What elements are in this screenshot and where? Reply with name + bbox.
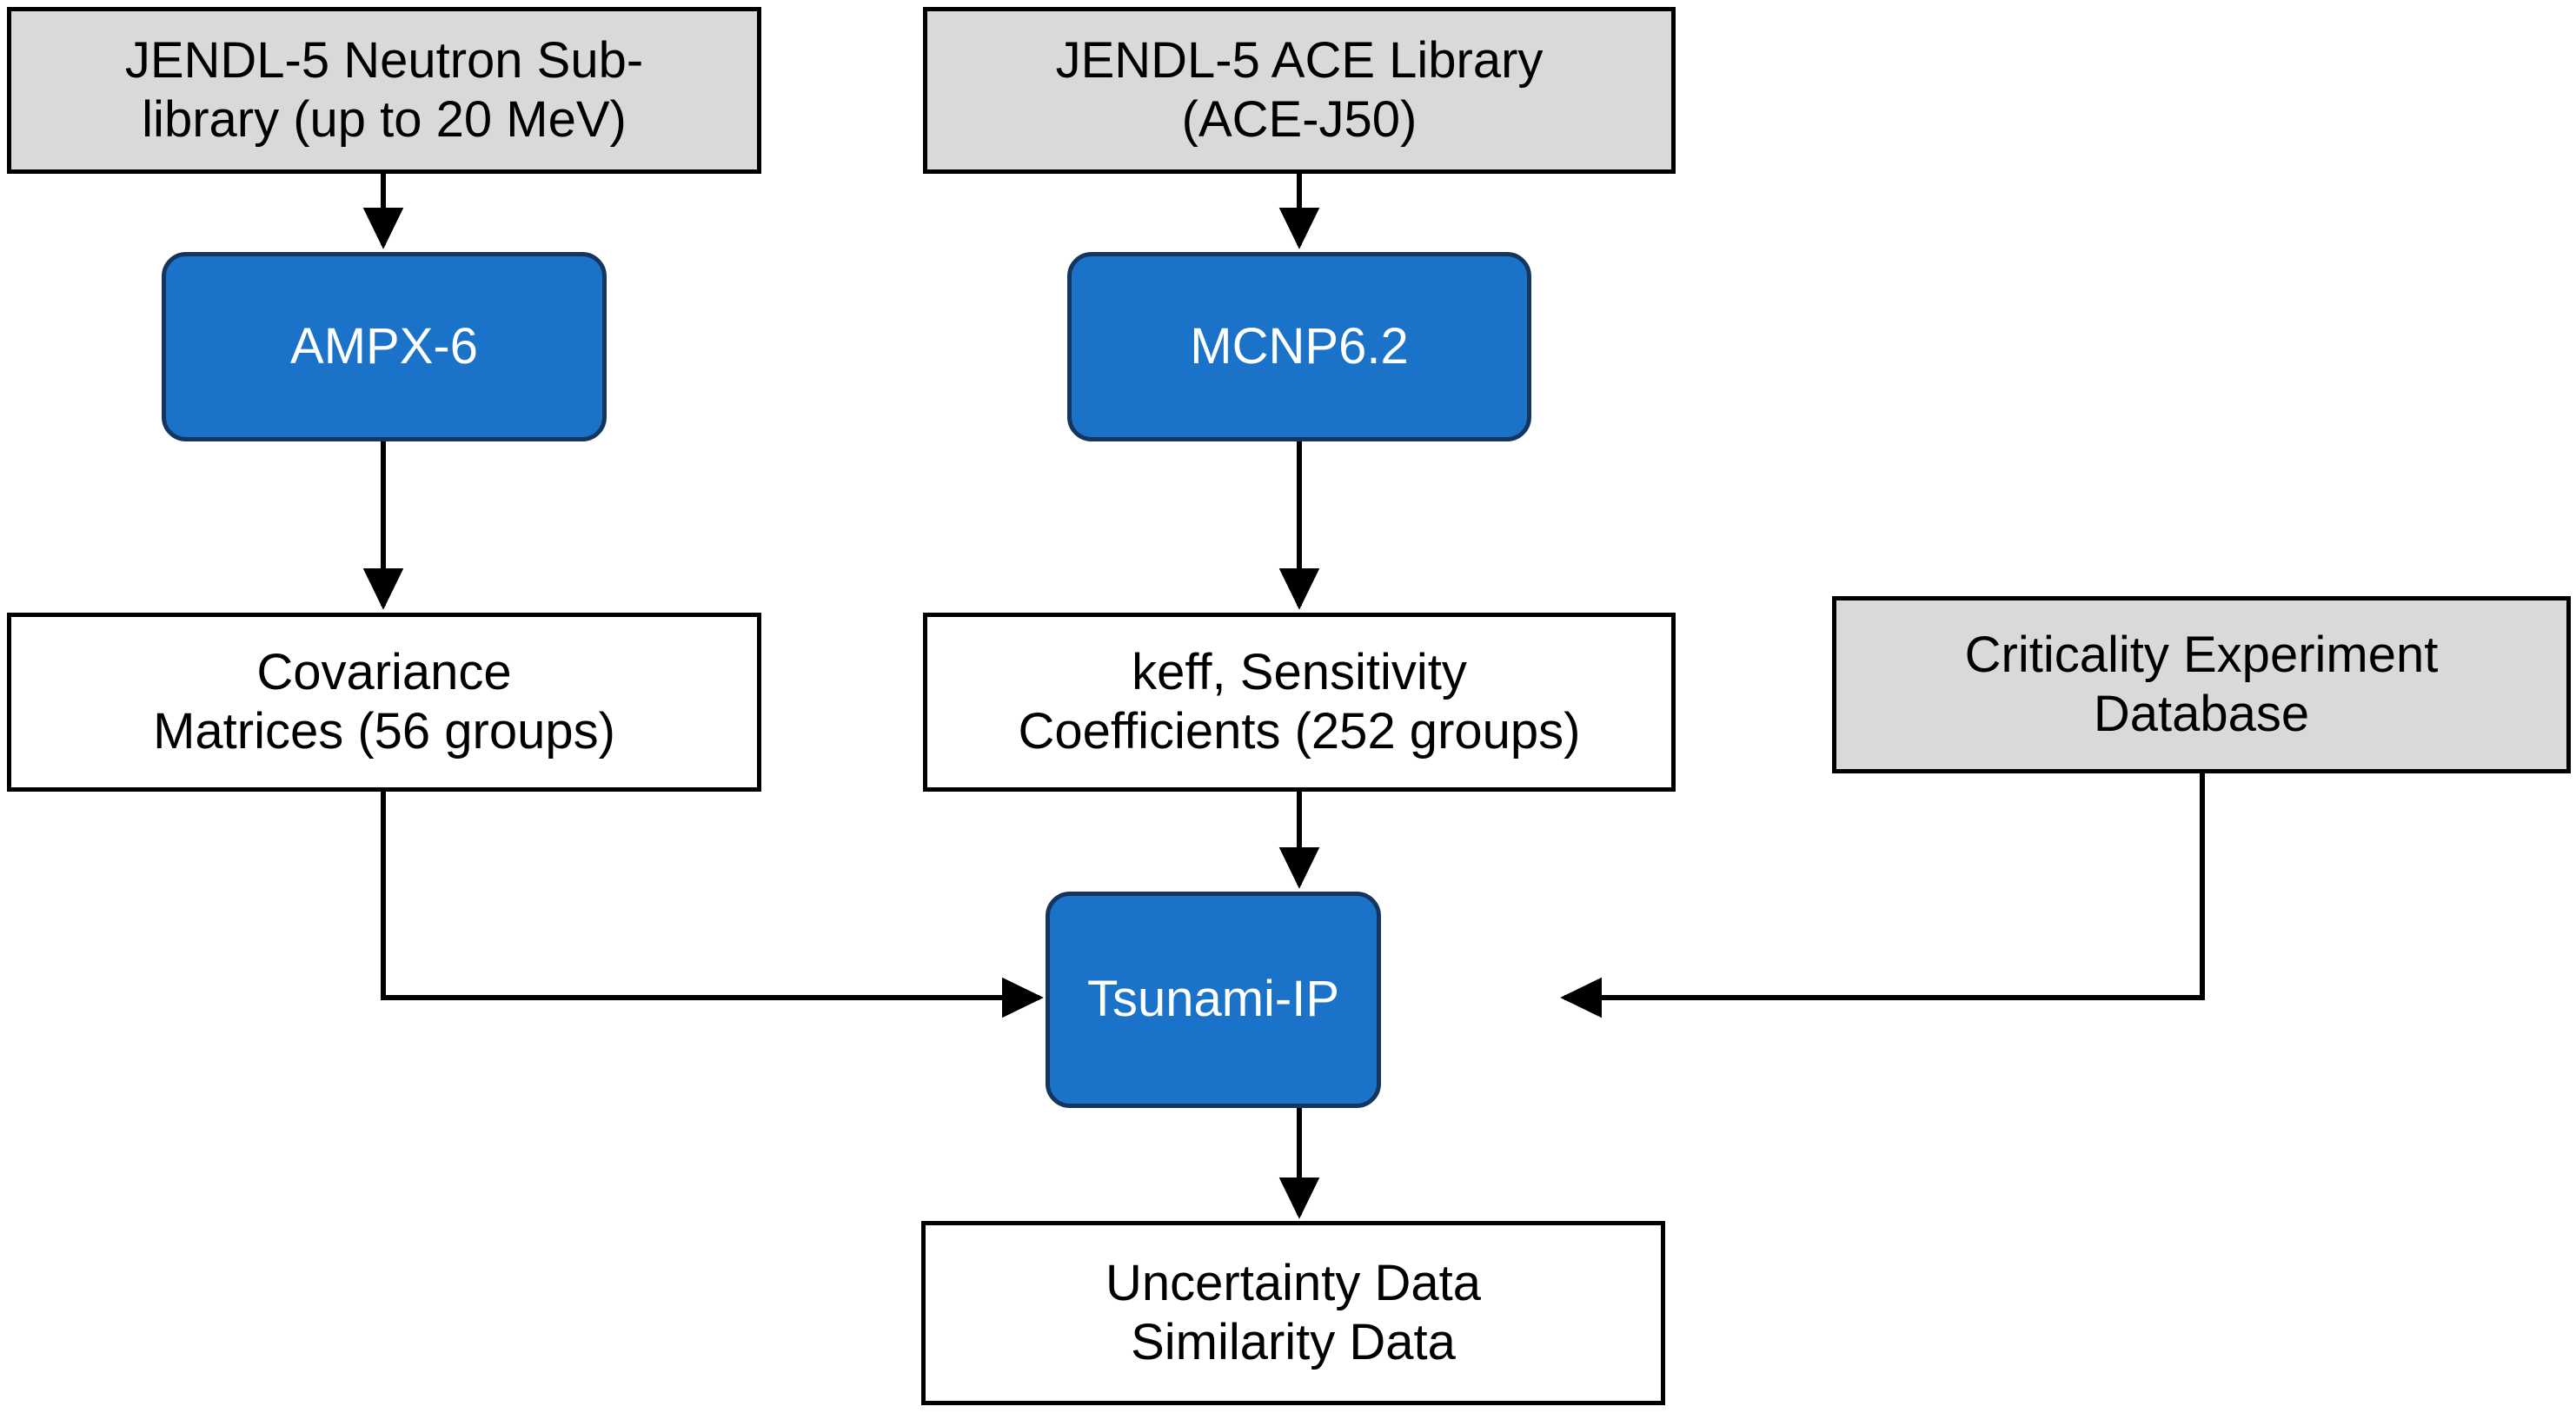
node-label-line2: Database bbox=[2093, 686, 2310, 742]
node-label-line1: JENDL-5 Neutron Sub- bbox=[124, 31, 644, 89]
node-label-line2: Matrices (56 groups) bbox=[153, 703, 615, 760]
node-label-line2: Similarity Data bbox=[1131, 1314, 1456, 1370]
node-ampx-6[interactable]: AMPX-6 bbox=[162, 252, 607, 441]
node-label: AMPX-6 bbox=[290, 317, 478, 375]
node-jendl5-ace-library[interactable]: JENDL-5 ACE Library (ACE-J50) bbox=[923, 7, 1676, 174]
node-keff-sensitivity-coefficients[interactable]: keff, Sensitivity Coefficients (252 grou… bbox=[923, 613, 1676, 792]
node-label: Tsunami-IP bbox=[1086, 971, 1340, 1028]
node-tsunami-ip[interactable]: Tsunami-IP bbox=[1046, 892, 1381, 1108]
node-label-line2: Coefficients (252 groups) bbox=[1018, 703, 1581, 760]
node-criticality-experiment-database[interactable]: Criticality Experiment Database bbox=[1832, 596, 2571, 773]
node-label-line2: library (up to 20 MeV) bbox=[142, 91, 627, 148]
node-label: MCNP6.2 bbox=[1190, 317, 1409, 375]
node-jendl5-neutron-sublibrary[interactable]: JENDL-5 Neutron Sub- library (up to 20 M… bbox=[7, 7, 761, 174]
node-covariance-matrices[interactable]: Covariance Matrices (56 groups) bbox=[7, 613, 761, 792]
node-mcnp6-2[interactable]: MCNP6.2 bbox=[1067, 252, 1531, 441]
node-label-line1: JENDL-5 ACE Library bbox=[1055, 31, 1544, 89]
edge-covariance-to-tsunami bbox=[381, 789, 1044, 1018]
node-label-line1: Criticality Experiment bbox=[1964, 626, 2439, 683]
edge-criticality-to-tsunami bbox=[1560, 772, 2205, 1018]
node-label-line1: keff, Sensitivity bbox=[1132, 643, 1467, 700]
node-label-line2: (ACE-J50) bbox=[1181, 91, 1417, 148]
node-label-line1: Uncertainty Data bbox=[1105, 1254, 1481, 1311]
node-uncertainty-similarity-data[interactable]: Uncertainty Data Similarity Data bbox=[921, 1221, 1665, 1405]
node-label-line1: Covariance bbox=[256, 643, 512, 700]
